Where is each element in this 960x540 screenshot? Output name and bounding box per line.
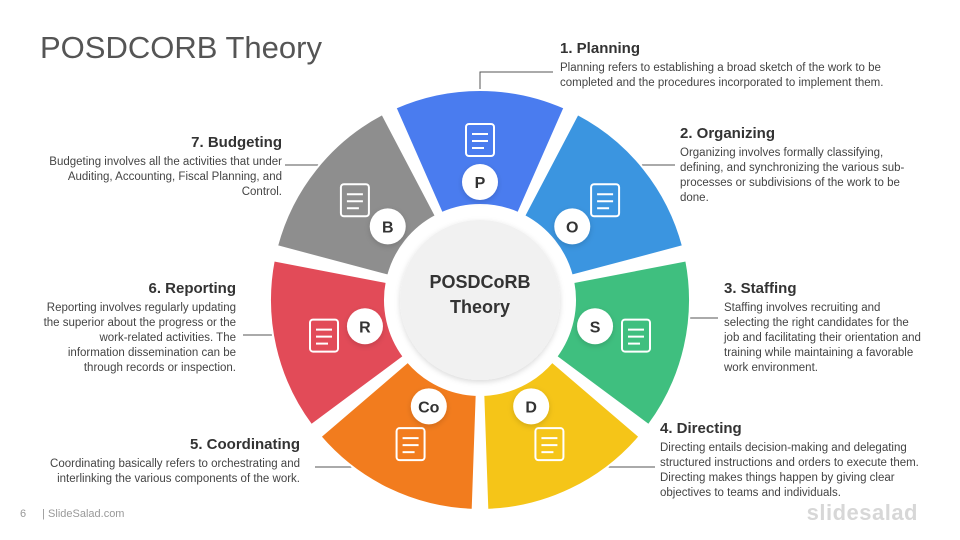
- center-circle: [400, 220, 560, 380]
- step-coordinating: 5. Coordinating Coordinating basically r…: [44, 436, 300, 487]
- segment-reporting: [269, 259, 405, 427]
- slide-title: POSDCORB Theory: [40, 30, 322, 65]
- meeting-table-icon: [534, 427, 565, 462]
- letter-badge-label: D: [525, 399, 537, 416]
- calculator-coins-icon: [339, 183, 370, 218]
- step-heading: 6. Reporting: [148, 280, 236, 297]
- center-title-line2: Theory: [450, 297, 510, 317]
- letter-badge-label: P: [475, 175, 486, 192]
- step-organizing: 2. Organizing Organizing involves formal…: [680, 125, 920, 206]
- step-heading: 4. Directing: [660, 420, 742, 437]
- connector-planning: [479, 71, 553, 95]
- step-planning: 1. Planning Planning refers to establish…: [560, 40, 920, 91]
- step-text: Organizing involves formally classifying…: [680, 147, 905, 204]
- clipboard-checklist-icon: [465, 123, 495, 157]
- letter-badge: [346, 308, 383, 345]
- brand-logo: slidesalad: [806, 500, 918, 525]
- footer-source: | SlideSalad.com: [42, 508, 125, 520]
- letter-badge: [513, 388, 550, 425]
- center-title-line1: POSDCoRB: [429, 272, 530, 292]
- page-number: 6: [20, 508, 27, 520]
- gear-org-chart-icon: [590, 183, 621, 218]
- step-text: Planning refers to establishing a broad …: [560, 62, 884, 89]
- step-heading: 2. Organizing: [680, 125, 776, 142]
- step-heading: 5. Coordinating: [190, 436, 300, 453]
- step-budgeting: 7. Budgeting Budgeting involves all the …: [36, 134, 282, 200]
- letter-badge-label: B: [382, 219, 394, 236]
- step-text: Staffing involves recruiting and selecti…: [724, 302, 921, 374]
- step-text: Directing entails decision-making and de…: [660, 442, 919, 499]
- letter-badge-label: R: [359, 319, 371, 336]
- step-text: Budgeting involves all the activities th…: [49, 156, 282, 198]
- coordination-network-icon: [395, 427, 426, 462]
- step-text: Reporting involves regularly updating th…: [43, 302, 236, 374]
- segment-staffing: [555, 259, 691, 427]
- step-directing: 4. Directing Directing entails decision-…: [660, 420, 922, 501]
- segment-planning: [394, 89, 566, 215]
- step-reporting: 6. Reporting Reporting involves regularl…: [40, 280, 236, 376]
- team-search-icon: [620, 318, 651, 353]
- letter-badge-label: S: [590, 319, 601, 336]
- letter-badge: [554, 208, 591, 245]
- letter-badge: [369, 208, 406, 245]
- letter-badge: [577, 308, 614, 345]
- footer: 6 | SlideSalad.com: [20, 508, 124, 520]
- step-staffing: 3. Staffing Staffing involves recruiting…: [724, 280, 924, 376]
- letter-badge-label: O: [566, 219, 578, 236]
- report-magnifier-icon: [309, 318, 340, 353]
- letter-badge: [410, 388, 447, 425]
- step-heading: 7. Budgeting: [191, 134, 282, 151]
- step-heading: 1. Planning: [560, 40, 641, 57]
- step-text: Coordinating basically refers to orchest…: [50, 458, 300, 485]
- letter-badge: [462, 164, 498, 200]
- letter-badge-label: Co: [418, 399, 440, 416]
- step-heading: 3. Staffing: [724, 280, 797, 297]
